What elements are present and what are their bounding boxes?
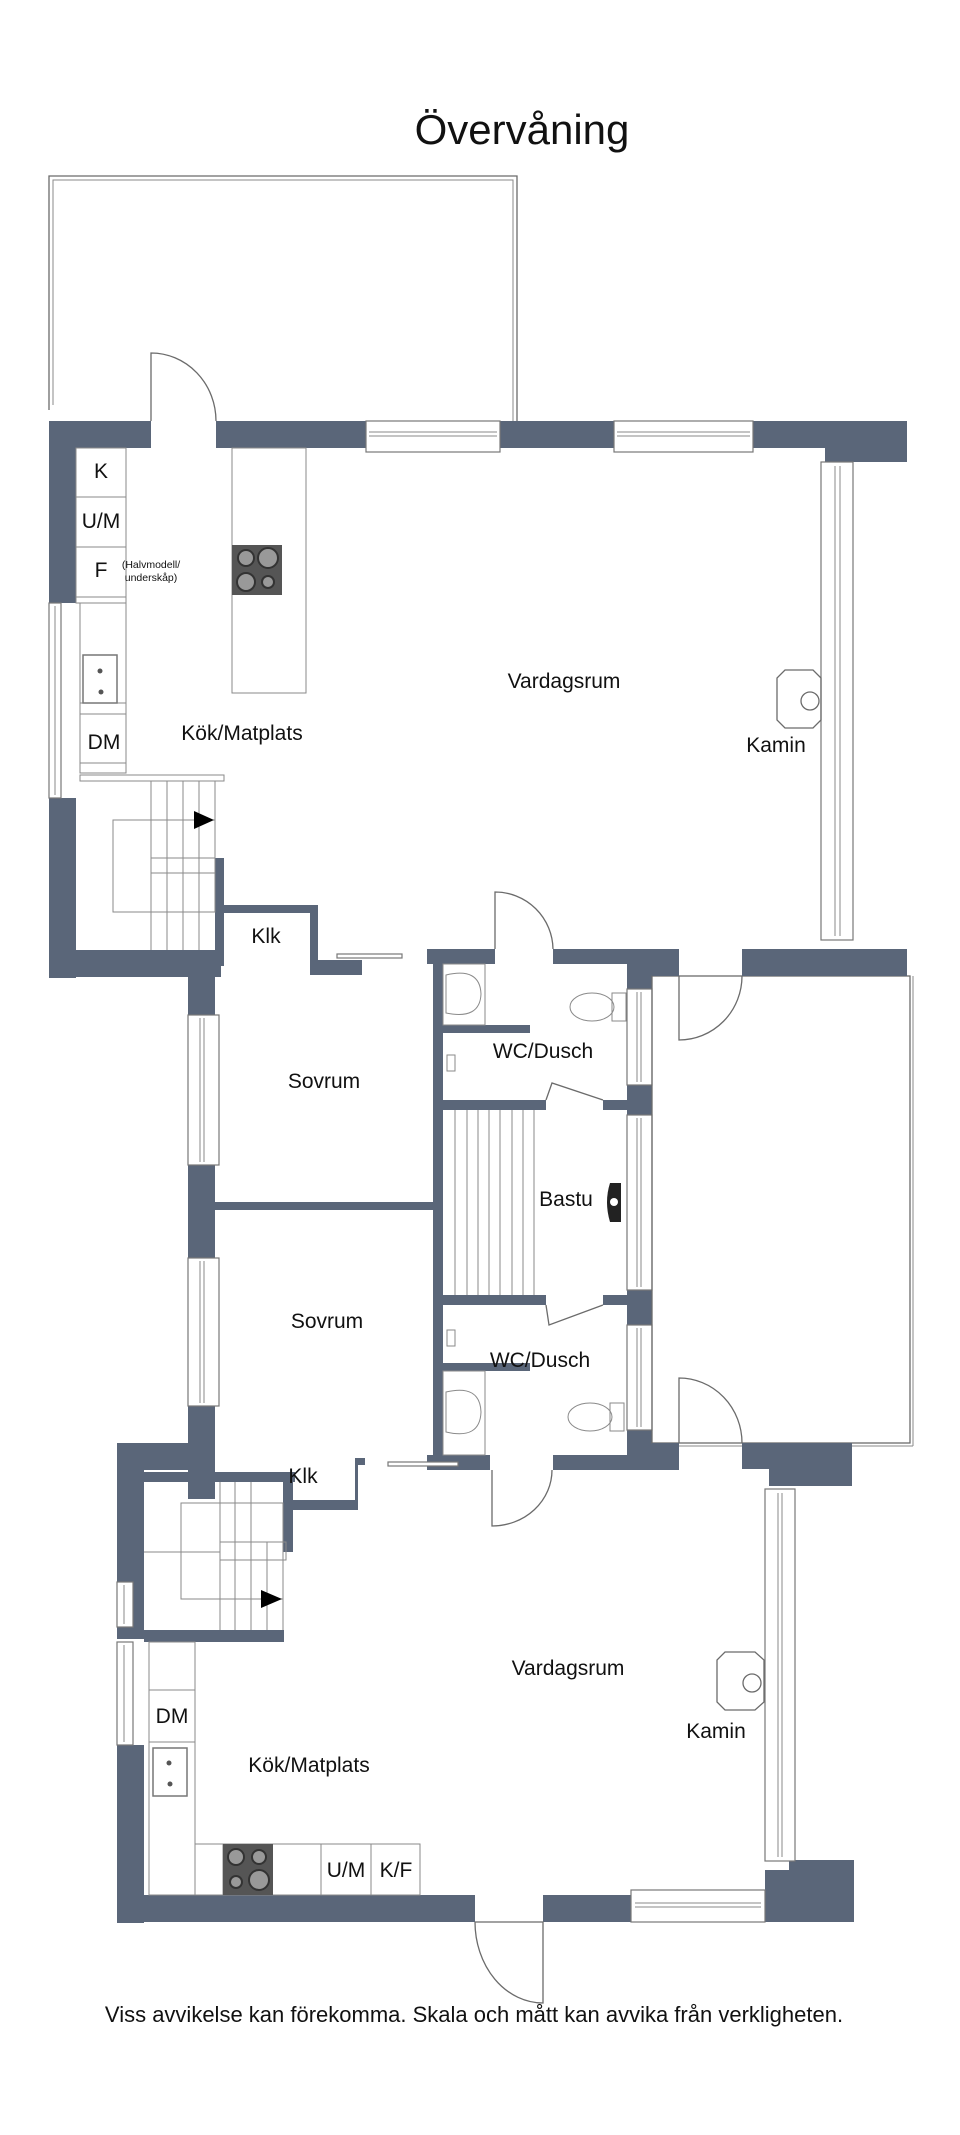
room-label-bathroom-upper: WC/Dusch <box>492 1040 594 1063</box>
upper-kitchen-cabinets <box>75 447 307 774</box>
dishwasher-label-upper: DM <box>87 731 121 754</box>
upper-staircase <box>79 774 225 950</box>
room-label-living-upper: Vardagsrum <box>507 670 621 693</box>
lower-entry-door <box>474 1921 544 2004</box>
lower-fireplace-flue <box>742 1673 762 1693</box>
cabinet-label-um-lower: U/M <box>326 1859 366 1882</box>
fridge-note-line-1: (Halvmodell/ <box>121 559 181 571</box>
fireplace-label-lower: Kamin <box>686 1720 746 1743</box>
upper-unit-walls <box>49 421 907 1020</box>
lower-staircase <box>144 1482 287 1630</box>
upper-right-glazing <box>820 461 854 941</box>
room-label-kitchen-lower: Kök/Matplats <box>248 1754 370 1777</box>
room-label-bedroom-lower: Sovrum <box>290 1310 364 1333</box>
lower-wc-fixtures <box>442 1329 625 1456</box>
page-title: Övervåning <box>414 106 630 153</box>
dishwasher-label-lower: DM <box>155 1705 189 1728</box>
lower-fireplace <box>716 1651 765 1711</box>
room-label-kitchen-upper: Kök/Matplats <box>181 722 303 745</box>
upper-fireplace <box>776 669 822 729</box>
sauna-heater <box>607 1183 621 1222</box>
fridge-note: (Halvmodell/ underskåp) <box>122 559 180 585</box>
fireplace-label-upper: Kamin <box>746 734 806 757</box>
upper-wc-fixtures <box>442 963 627 1072</box>
balcony-outline <box>48 175 518 421</box>
lower-klk-sliding-door <box>387 1461 459 1467</box>
disclaimer-text: Viss avvikelse kan förekomma. Skala och … <box>104 2002 844 2027</box>
upper-wc-door <box>494 891 554 950</box>
cabinet-label-um: U/M <box>81 510 121 533</box>
room-label-sauna: Bastu <box>539 1188 593 1211</box>
lower-right-glazing <box>764 1488 796 1862</box>
lower-unit-walls <box>117 1443 854 1923</box>
room-label-bathroom-lower: WC/Dusch <box>489 1349 591 1372</box>
lower-kitchen-cabinets <box>148 1641 421 1896</box>
central-staircase <box>454 1110 535 1295</box>
fridge-note-line-2: underskåp) <box>124 572 178 584</box>
balcony-door <box>150 352 217 422</box>
bastu-door-bottom <box>545 1304 604 1326</box>
room-label-closet-lower: Klk <box>288 1465 318 1488</box>
lower-bottom-window <box>630 1889 766 1923</box>
cabinet-label-f: F <box>94 559 108 582</box>
room-label-living-lower: Vardagsrum <box>511 1657 625 1680</box>
cabinet-label-kf-lower: K/F <box>379 1859 413 1882</box>
upper-klk-sliding-door <box>336 953 403 959</box>
room-label-bedroom-upper: Sovrum <box>287 1070 361 1093</box>
cabinet-label-k: K <box>93 460 109 483</box>
top-windows <box>365 420 754 453</box>
room-label-closet-upper: Klk <box>251 925 281 948</box>
central-glazing <box>626 988 653 1431</box>
upper-fireplace-flue <box>800 691 820 711</box>
bedroom-windows <box>187 1014 220 1407</box>
central-walls <box>188 949 653 1485</box>
upper-kitchen-window <box>48 602 62 799</box>
bastu-door-top <box>545 1082 604 1101</box>
lower-wc-door <box>491 1469 553 1527</box>
lower-left-windows <box>116 1581 134 1746</box>
right-veranda <box>651 949 914 1486</box>
